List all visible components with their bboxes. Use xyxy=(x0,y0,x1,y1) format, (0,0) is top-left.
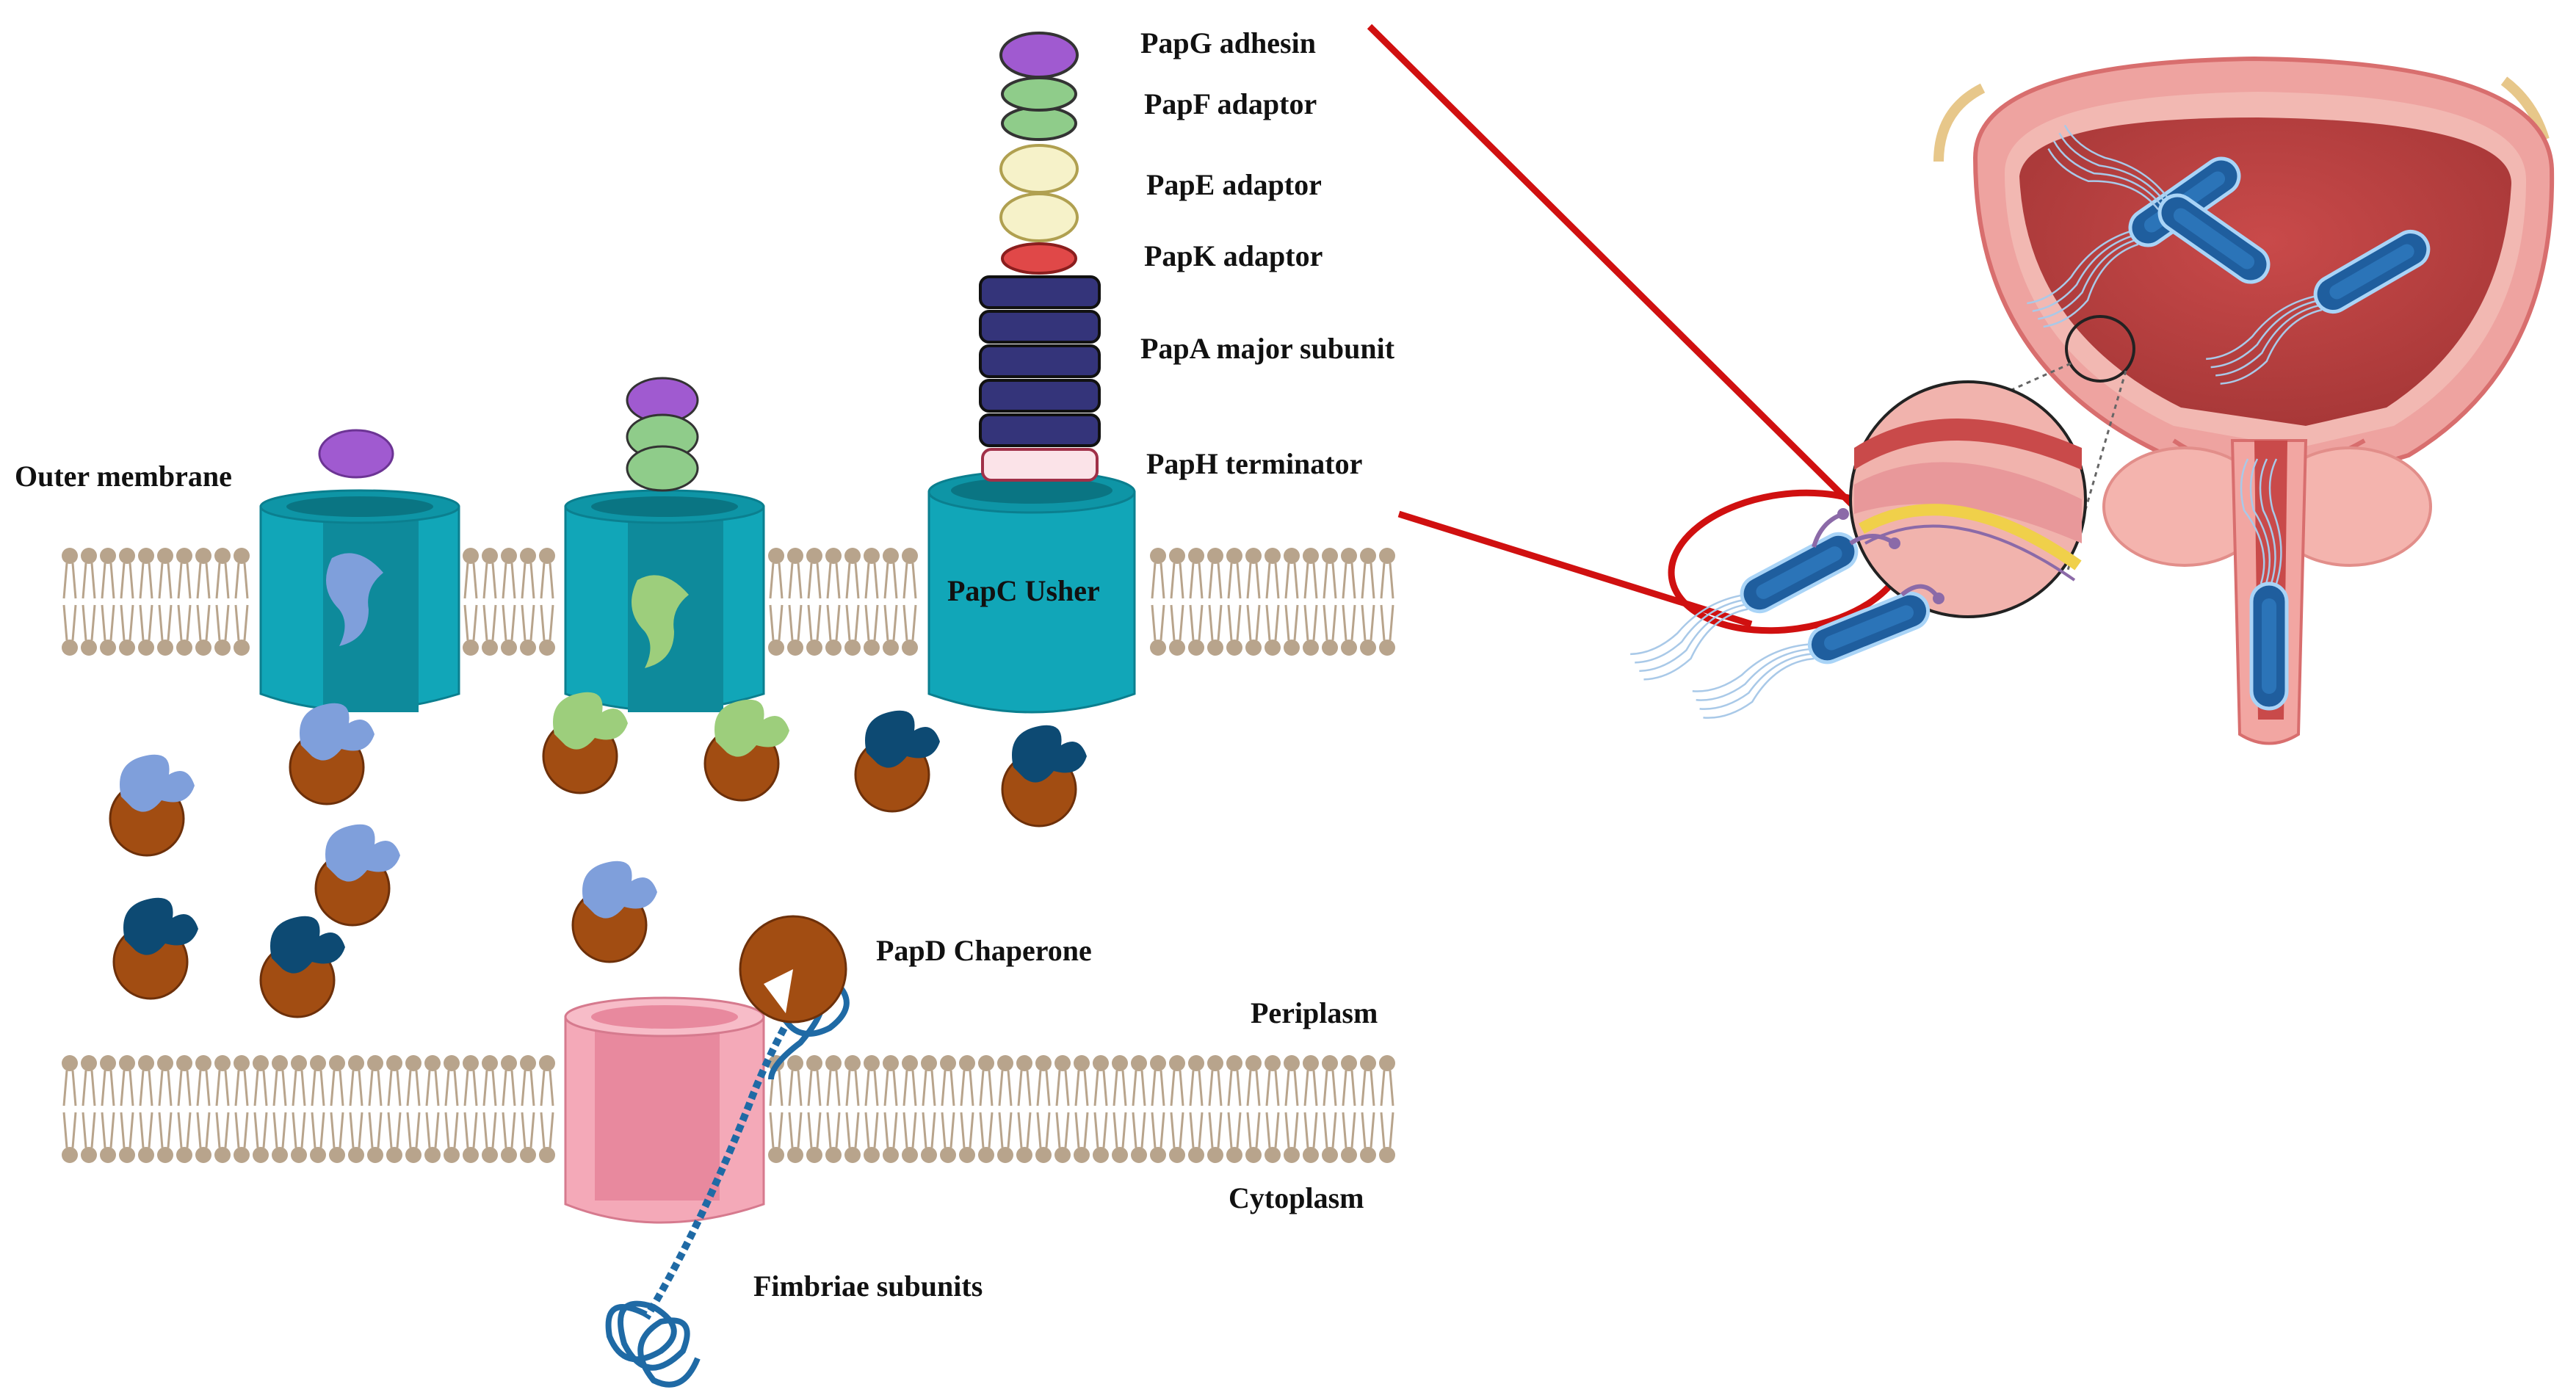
chaperone-subunit-complex xyxy=(109,754,195,857)
outer-membrane-bilayer xyxy=(62,548,1395,656)
label-paph-terminator: PapH terminator xyxy=(1146,447,1362,480)
bacterium xyxy=(2240,458,2289,711)
chaperone-subunit-complex xyxy=(703,699,789,802)
bacterium xyxy=(1692,591,1931,719)
label-papf-adaptor: PapF adaptor xyxy=(1144,87,1317,120)
bacterium xyxy=(2206,230,2431,385)
usher-channel-1 xyxy=(259,429,460,712)
papa-major-subunit-stack xyxy=(979,275,1101,309)
bacterium xyxy=(2047,124,2271,284)
label-outer-membrane: Outer membrane xyxy=(15,460,232,493)
sec-translocon xyxy=(564,996,765,1224)
label-papd-chaperone: PapD Chaperone xyxy=(876,934,1092,967)
bacterium xyxy=(1630,532,1859,681)
papf-adaptor-disc xyxy=(1001,76,1077,112)
paph-terminator-disc xyxy=(981,448,1099,482)
papd-chaperone-free xyxy=(739,915,847,1024)
label-papc-usher: PapC Usher xyxy=(947,574,1100,607)
label-pape-adaptor: PapE adaptor xyxy=(1146,168,1322,201)
label-periplasm: Periplasm xyxy=(1251,996,1378,1029)
labels: PapG adhesin PapF adaptor PapE adaptor P… xyxy=(15,26,1395,1303)
chaperone-subunit-complex xyxy=(571,861,657,963)
bacteria xyxy=(1630,124,2431,719)
chaperone-subunit-complex xyxy=(542,692,628,794)
papk-adaptor-disc xyxy=(1001,242,1077,275)
papg-free-1 xyxy=(318,429,394,479)
label-papg-adhesin: PapG adhesin xyxy=(1140,26,1316,59)
magnified-tissue-inset xyxy=(1849,380,2087,618)
usher-channel-2 xyxy=(564,377,765,712)
pap-pilus-stack xyxy=(979,32,1101,482)
inner-membrane-bilayer xyxy=(62,1055,1395,1163)
chaperone-subunit-complex xyxy=(289,703,375,805)
papg-adhesin-disc xyxy=(999,32,1079,79)
chaperone-subunit-complex xyxy=(1001,725,1087,827)
chaperone-subunit-complex xyxy=(854,710,940,813)
label-papk-adaptor: PapK adaptor xyxy=(1144,239,1323,272)
label-fimbriae-subunits: Fimbriae subunits xyxy=(753,1270,983,1303)
pape-adaptor-disc xyxy=(999,144,1079,194)
chaperone-subunit-complex xyxy=(314,824,400,927)
chaperone-complexes xyxy=(109,692,1087,1024)
label-cytoplasm: Cytoplasm xyxy=(1229,1181,1364,1214)
chaperone-subunit-complex xyxy=(112,897,198,1000)
chaperone-subunit-complex xyxy=(259,916,345,1018)
pili xyxy=(1812,508,1944,604)
label-papa-major-subunit: PapA major subunit xyxy=(1140,332,1395,365)
